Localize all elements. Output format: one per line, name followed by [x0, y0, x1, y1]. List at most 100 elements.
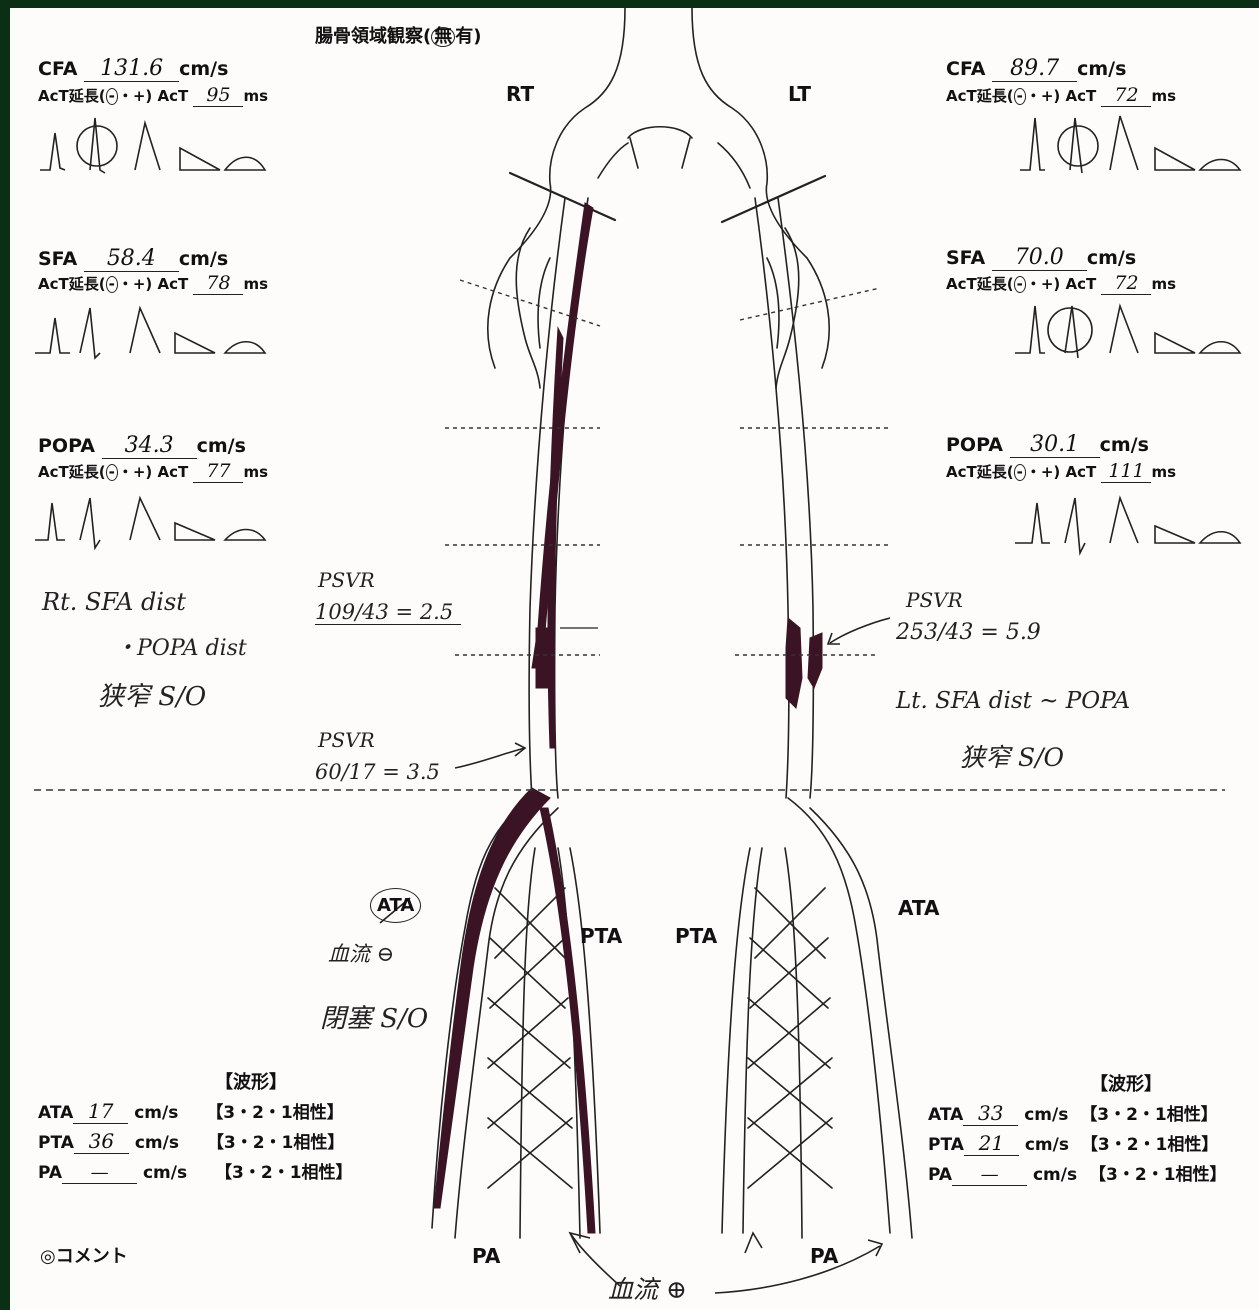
rt-cfa-act-unit: ms [243, 87, 268, 105]
lt-sfa-act-unit: ms [1151, 275, 1176, 293]
rt-popa-act-unit: ms [243, 463, 268, 481]
lt-note-line2: 狭窄 S/O [960, 738, 1064, 774]
pa-right-label: PA [472, 1244, 500, 1268]
iliac-observation-label: 腸骨領域観察( [315, 26, 431, 47]
rt-cfa-value: 131.6 [84, 56, 179, 82]
lt-ata-unit: cm/s [1024, 1105, 1068, 1125]
lt-cfa-act-minus: - [1014, 88, 1026, 105]
iliac-yes-option: 有) [455, 26, 481, 47]
rt-pta-label: PTA [38, 1133, 74, 1153]
lt-popa-value: 30.1 [1010, 432, 1100, 458]
iliac-observation-header: 腸骨領域観察(無有) [315, 22, 481, 48]
rt-psvr2-label: PSVR [318, 728, 375, 752]
lt-popa-act-unit: ms [1151, 463, 1176, 481]
rt-cfa-act-value: 95 [193, 84, 243, 107]
rt-cfa-act-mid: ・+) AcT [118, 87, 188, 105]
rt-pta-wave: 【3・2・1相性】 [207, 1133, 345, 1153]
ata-left-label: ATA [898, 896, 940, 920]
lt-popa-label: POPA [946, 434, 1003, 456]
rt-sfa-act-unit: ms [243, 275, 268, 293]
lt-pta-value: 21 [964, 1131, 1019, 1156]
rt-psvr1-label: PSVR [318, 568, 375, 592]
lt-pa-wave: 【3・2・1相性】 [1089, 1165, 1227, 1185]
lt-cfa-act-value: 72 [1101, 84, 1151, 107]
rt-note-line3: 狭窄 S/O [98, 676, 206, 713]
rt-popa-act-prefix: AcT延長( [38, 463, 106, 481]
lt-ata-value: 33 [963, 1101, 1018, 1126]
rt-popa-act-minus: - [106, 464, 118, 481]
rt-pa-unit: cm/s [143, 1163, 187, 1183]
lt-waveform-header: 【波形】 [1090, 1070, 1162, 1096]
rt-popa-act-mid: ・+) AcT [118, 463, 188, 481]
rt-note-line1: Rt. SFA dist [42, 588, 186, 616]
lt-popa-act-value: 111 [1101, 460, 1151, 483]
lt-pta-unit: cm/s [1025, 1135, 1069, 1155]
rt-sfa-act-mid: ・+) AcT [118, 275, 188, 293]
lt-cfa-act-unit: ms [1151, 87, 1176, 105]
lt-ata-label: ATA [928, 1105, 963, 1125]
lt-popa-act-mid: ・+) AcT [1026, 463, 1096, 481]
pa-left-label: PA [810, 1244, 838, 1268]
lt-cfa-unit: cm/s [1077, 58, 1126, 80]
rt-ata-label: ATA [38, 1103, 73, 1123]
rt-pta-unit: cm/s [135, 1133, 179, 1153]
rt-pa-value: — [62, 1162, 137, 1184]
rt-ata-unit: cm/s [134, 1103, 178, 1123]
lt-cfa-label: CFA [946, 58, 985, 80]
rt-sfa-value: 58.4 [84, 246, 179, 272]
lt-sfa-act-value: 72 [1101, 272, 1151, 295]
right-side-label: RT [506, 82, 534, 106]
flow-plus-note: 血流 ⊕ [608, 1270, 687, 1306]
rt-sfa-act-minus: - [106, 276, 118, 293]
pta-right-label: PTA [580, 924, 622, 948]
lt-sfa-act-prefix: AcT延長( [946, 275, 1014, 293]
rt-sfa-label: SFA [38, 248, 77, 270]
rt-sfa-act-value: 78 [193, 272, 243, 295]
comment-label: ◎コメント [40, 1242, 128, 1268]
rt-pa-row: PA— cm/s 【3・2・1相性】 [38, 1158, 353, 1184]
rt-ata-value: 17 [73, 1099, 128, 1124]
lt-ata-wave: 【3・2・1相性】 [1080, 1105, 1218, 1125]
rt-flow-minus: 血流 ⊖ [328, 938, 394, 968]
lt-note-line1: Lt. SFA dist ~ POPA [896, 688, 1130, 714]
lt-sfa-unit: cm/s [1087, 247, 1136, 269]
rt-ata-circled-label: ATA [370, 888, 421, 923]
rt-sfa-act-prefix: AcT延長( [38, 275, 106, 293]
lt-popa-act-prefix: AcT延長( [946, 463, 1014, 481]
rt-cfa-act-row: AcT延長(-・+) AcT 95ms [38, 84, 268, 107]
rt-cfa-label: CFA [38, 58, 77, 80]
lt-sfa-value: 70.0 [992, 245, 1087, 271]
lt-cfa-act-prefix: AcT延長( [946, 87, 1014, 105]
iliac-none-option: 無 [431, 27, 455, 47]
rt-popa-act-value: 77 [193, 460, 243, 483]
rt-sfa-unit: cm/s [179, 248, 228, 270]
lt-psvr-label: PSVR [906, 588, 963, 612]
lt-cfa-value: 89.7 [992, 56, 1077, 82]
rt-note-line2: ・POPA dist [115, 630, 247, 662]
rt-waveform-header: 【波形】 [215, 1068, 287, 1094]
rt-pa-wave: 【3・2・1相性】 [215, 1163, 353, 1183]
lt-pa-value: — [952, 1164, 1027, 1186]
lt-pa-row: PA— cm/s 【3・2・1相性】 [928, 1160, 1227, 1186]
rt-pa-label: PA [38, 1163, 62, 1183]
lt-pa-unit: cm/s [1033, 1165, 1077, 1185]
lt-sfa-act-mid: ・+) AcT [1026, 275, 1096, 293]
rt-psvr2-value: 60/17 = 3.5 [315, 760, 440, 784]
rt-popa-label: POPA [38, 435, 95, 457]
lt-popa-unit: cm/s [1100, 434, 1149, 456]
rt-psvr1-value: 109/43 = 2.5 [315, 600, 461, 625]
lt-psvr-value: 253/43 = 5.9 [896, 620, 1041, 645]
